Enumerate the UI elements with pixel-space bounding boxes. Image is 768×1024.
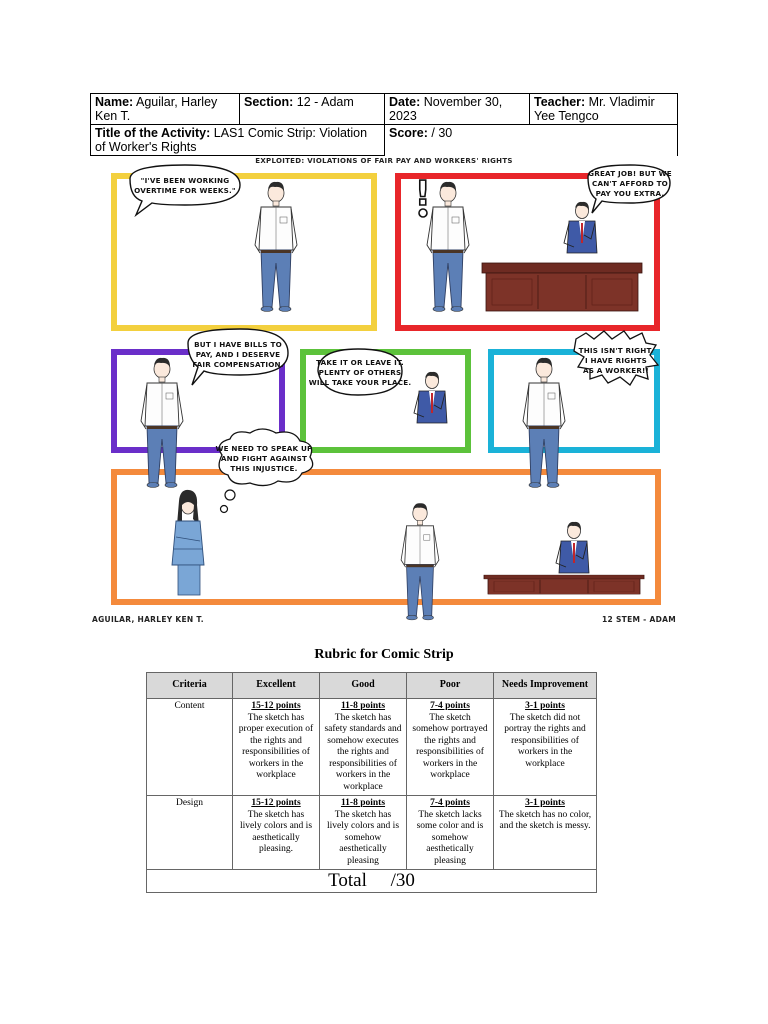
- activity-title-cell: Title of the Activity: LAS1 Comic Strip:…: [90, 124, 385, 156]
- rubric-criteria-content: Content: [146, 698, 233, 796]
- score-label: Score:: [389, 126, 428, 140]
- worker-figure-3: [140, 357, 184, 488]
- rubric-description: The sketch lacks some color and is someh…: [416, 809, 484, 866]
- bubble-6-line-3: this injustice.: [230, 464, 297, 473]
- desk-2: [483, 574, 645, 595]
- comic-drawings: "I've been working overtime for weeks." …: [129, 164, 672, 621]
- score-cell: Score: / 30: [384, 124, 678, 156]
- rubric-description: The sketch has lively colors and is aest…: [239, 809, 313, 855]
- name-cell: Name: Aguilar, Harley Ken T.: [90, 93, 240, 125]
- boss-figure-3: [555, 520, 590, 574]
- section-cell: Section: 12 - Adam: [239, 93, 385, 125]
- bubble-4-line-1: Take it or leave it.: [316, 358, 404, 367]
- date-value: November 30, 2023: [389, 95, 503, 123]
- name-label: Name:: [95, 95, 134, 109]
- woman-figure: [171, 489, 205, 596]
- worker-figure-5: [400, 502, 440, 621]
- rubric-title: Rubric for Comic Strip: [314, 647, 454, 662]
- bubble-2-line-2: can't afford to: [592, 179, 668, 188]
- speech-bubble-4: Take it or leave it. Plenty of others wi…: [309, 348, 412, 396]
- speech-bubble-1: "I've been working overtime for weeks.": [129, 164, 241, 218]
- rubric-points: 7-4 points: [430, 701, 470, 711]
- rubric-description: The sketch has safety standards and some…: [324, 712, 402, 792]
- rubric-header-excellent: Excellent: [232, 672, 320, 699]
- rubric-points: 7-4 points: [430, 798, 470, 808]
- rubric-description: The sketch somehow portrayed the rights …: [412, 712, 488, 781]
- activity-title-value: LAS1 Comic Strip: Violation of Worker's …: [95, 126, 368, 154]
- author-credit: Aguilar, Harley Ken T.: [92, 615, 204, 624]
- score-value: / 30: [427, 126, 453, 140]
- section-value: 12 - Adam: [293, 95, 354, 109]
- bubble-2-line-1: Great job! But we: [588, 169, 672, 178]
- bubble-5-line-2: I have rights: [585, 356, 647, 365]
- bubble-1-line-2: overtime for weeks.": [134, 186, 236, 195]
- thought-bubble-6: We need to speak up and fight against th…: [215, 428, 314, 514]
- date-cell: Date: November 30, 2023: [384, 93, 530, 125]
- rubric-description: The sketch has no color, and the sketch …: [498, 809, 592, 832]
- rubric-header-good: Good: [319, 672, 407, 699]
- rubric-criteria-design: Design: [146, 795, 233, 870]
- activity-title-label: Title of the Activity:: [95, 126, 211, 140]
- rubric-total-row: Total /30: [146, 869, 597, 893]
- date-label: Date:: [389, 95, 421, 109]
- bubble-5-line-3: as a worker!!: [583, 366, 649, 375]
- teacher-value: Mr. Vladimir Yee Tengco: [534, 95, 655, 123]
- bubble-6-line-1: We need to speak up: [215, 444, 312, 453]
- rubric-points: 15-12 points: [251, 798, 301, 808]
- rubric-points: 3-1 points: [525, 798, 565, 808]
- rubric-points: 11-8 points: [340, 701, 386, 711]
- rubric-description: The sketch has proper execution of the r…: [238, 712, 314, 781]
- shout-bubble-5: This isn't right. I have rights as a wor…: [573, 330, 660, 386]
- section-credit: 12 STEM - Adam: [602, 615, 676, 624]
- comic-title: Exploited: Violations of Fair Pay and Wo…: [255, 157, 513, 165]
- rubric-header-row: Criteria Excellent Good Poor Needs Impro…: [146, 672, 597, 699]
- rubric-description: The sketch has lively colors and is some…: [326, 809, 400, 866]
- bubble-2-line-3: pay you extra.: [596, 189, 665, 198]
- bubble-3-line-2: pay, and I deserve: [196, 350, 281, 359]
- rubric-points: 15-12 points: [251, 701, 301, 711]
- desk-1: [481, 262, 643, 312]
- rubric-points: 3-1 points: [525, 701, 565, 711]
- boss-figure-2: [413, 370, 448, 424]
- bubble-3-line-3: fair compensation.: [192, 360, 283, 369]
- speech-bubble-3: But I have bills to pay, and I deserve f…: [187, 328, 289, 386]
- comic-strip: Exploited: Violations of Fair Pay and Wo…: [90, 153, 678, 624]
- bubble-4-line-2: Plenty of others: [319, 368, 402, 377]
- bubble-3-line-1: But I have bills to: [194, 340, 282, 349]
- rubric-header-poor: Poor: [406, 672, 494, 699]
- bubble-6-line-2: and fight against: [221, 454, 307, 463]
- rubric-total: Total /30: [146, 869, 597, 893]
- exclamation-text: !: [415, 174, 431, 214]
- rubric-description: The sketch did not portray the rights an…: [504, 712, 586, 769]
- rubric-header-needs-improvement: Needs Improvement: [493, 672, 597, 699]
- activity-info-table: Name: Aguilar, Harley Ken T. Section: 12…: [90, 93, 678, 156]
- name-value: Aguilar, Harley Ken T.: [95, 95, 218, 123]
- worker-figure-2: [426, 181, 470, 312]
- rubric-points: 11-8 points: [340, 798, 386, 808]
- exclamation-mark: !: [414, 173, 431, 218]
- section-label: Section:: [244, 95, 294, 109]
- rubric-table: Criteria Excellent Good Poor Needs Impro…: [146, 672, 597, 893]
- bubble-5-line-1: This isn't right.: [579, 346, 654, 355]
- worker-figure-4: [522, 357, 566, 488]
- worker-figure-1: [254, 181, 298, 312]
- bubble-1-line-1: "I've been working: [141, 176, 230, 185]
- rubric-header-criteria: Criteria: [146, 672, 233, 699]
- boss-figure-1: [563, 200, 598, 254]
- bubble-4-line-3: will take your place.: [309, 378, 412, 387]
- speech-bubble-2: Great job! But we can't afford to pay yo…: [587, 164, 672, 214]
- teacher-cell: Teacher: Mr. Vladimir Yee Tengco: [529, 93, 678, 125]
- teacher-label: Teacher:: [534, 95, 586, 109]
